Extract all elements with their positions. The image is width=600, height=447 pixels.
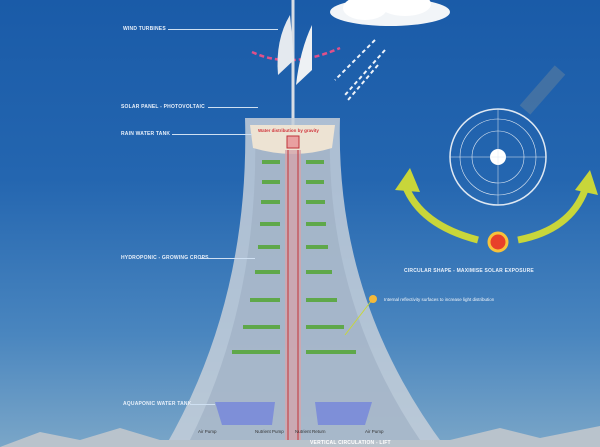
- label-nutrient-return: Nutrient Return: [295, 429, 326, 434]
- label-internal-reflectivity: Internal reflectivity surfaces to increa…: [384, 297, 495, 302]
- leader-line: [168, 29, 278, 30]
- solar-exposure-dome-icon: [449, 65, 566, 206]
- rotation-arrow: [251, 46, 341, 62]
- wind-turbine-blade: [277, 15, 294, 75]
- label-rain-water-tank: RAIN WATER TANK: [121, 131, 171, 137]
- sun-small-icon: [369, 295, 377, 303]
- label-vertical-circulation: VERTICAL CIRCULATION - LIFT: [310, 440, 391, 446]
- curved-arrow-left: [401, 183, 479, 244]
- leader-line: [172, 134, 252, 135]
- label-hydroponic: HYDROPONIC - GROWING CROPS: [121, 255, 209, 261]
- curved-arrow-right: [517, 188, 589, 244]
- wind-turbine-blade: [296, 25, 312, 85]
- mountains: [0, 426, 600, 447]
- hydroponic-floors: [232, 160, 356, 354]
- label-water-distribution: Water distribution by gravity: [258, 128, 319, 133]
- label-nutrient-pump: Nutrient Pump: [255, 429, 284, 434]
- sun-icon: [487, 231, 509, 253]
- label-air-pump-right: Air Pump: [365, 429, 384, 434]
- label-solar-panel: SOLAR PANEL - PHOTOVOLTAIC: [121, 104, 205, 110]
- label-wind-turbines: WIND TURBINES: [123, 26, 166, 32]
- label-aquaponic: AQUAPONIC WATER TANK: [123, 401, 192, 407]
- label-circular-shape: CIRCULAR SHAPE - MAXIMISE SOLAR EXPOSURE: [404, 268, 534, 274]
- lift-core: [285, 150, 301, 445]
- aquaponic-tank: [215, 402, 275, 425]
- label-air-pump-left: Air Pump: [198, 429, 217, 434]
- aquaponic-tank: [315, 402, 372, 425]
- leader-line: [190, 404, 215, 405]
- cloud: [330, 0, 450, 26]
- leader-line: [200, 258, 255, 259]
- wind-arrows-icon: [334, 39, 386, 101]
- leader-line: [208, 107, 258, 108]
